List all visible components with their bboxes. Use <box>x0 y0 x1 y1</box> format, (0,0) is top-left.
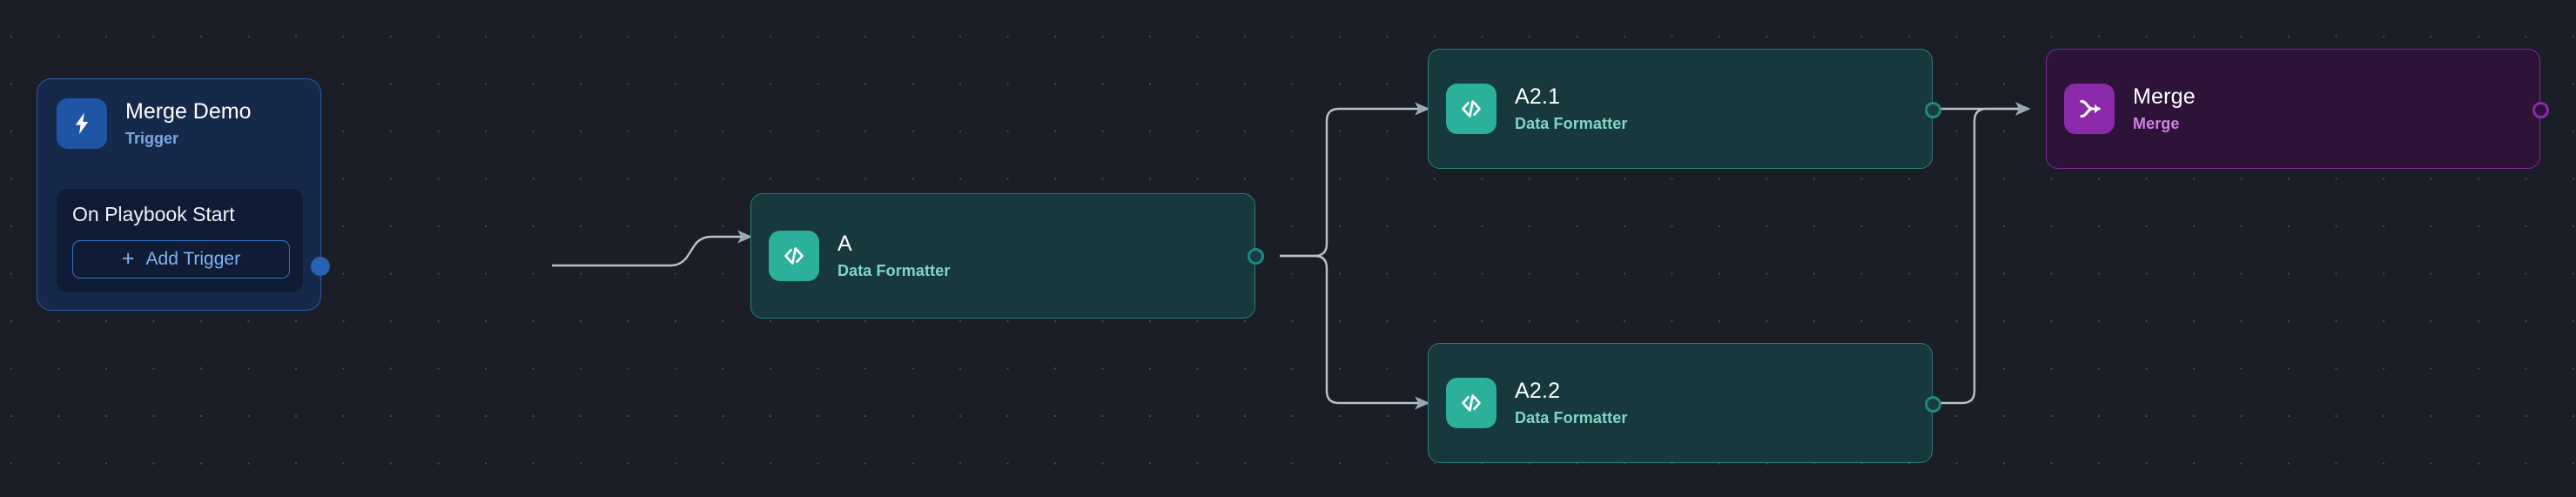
add-trigger-label: Add Trigger <box>145 249 241 269</box>
node-a22-output-handle[interactable] <box>1925 396 1941 413</box>
edge-a-to-a21 <box>1280 102 1430 258</box>
code-brackets-icon <box>1446 84 1497 134</box>
node-a-row: A Data Formatter <box>769 194 1254 318</box>
node-merge-output-handle[interactable] <box>2532 102 2549 118</box>
trigger-card-header: Merge Demo Trigger <box>37 79 320 149</box>
node-title: A2.2 <box>1515 379 1561 403</box>
plus-icon: + <box>121 245 135 271</box>
node-merge-titles: Merge Merge <box>2133 84 2196 132</box>
node-title: A <box>837 232 852 256</box>
node-a22-row: A2.2 Data Formatter <box>1446 344 1932 462</box>
code-brackets-icon <box>1446 378 1497 428</box>
node-subtitle: Merge <box>2133 115 2180 132</box>
node-merge-row: Merge Merge <box>2064 50 2539 168</box>
edge-a-to-a22 <box>1280 254 1430 410</box>
node-a21-row: A2.1 Data Formatter <box>1446 50 1932 168</box>
node-subtitle: Data Formatter <box>1515 409 1628 426</box>
node-title: A2.1 <box>1515 84 1561 109</box>
trigger-event-panel: On Playbook Start + Add Trigger <box>57 189 303 292</box>
code-brackets-icon <box>769 231 819 281</box>
node-a21[interactable]: A2.1 Data Formatter <box>1428 49 1941 169</box>
node-a22-titles: A2.2 Data Formatter <box>1515 380 1627 426</box>
node-a[interactable]: A Data Formatter <box>750 193 1264 319</box>
node-a21-titles: A2.1 Data Formatter <box>1515 84 1628 132</box>
node-subtitle: Data Formatter <box>837 262 951 279</box>
trigger-output-handle[interactable] <box>311 257 330 276</box>
trigger-kind-label: Trigger <box>125 130 179 147</box>
node-subtitle: Data Formatter <box>1515 115 1628 132</box>
node-a-titles: A Data Formatter <box>837 233 950 279</box>
lightning-bolt-icon <box>57 98 107 149</box>
node-a-output-handle[interactable] <box>1248 248 1264 265</box>
node-a22[interactable]: A2.2 Data Formatter <box>1428 343 1941 463</box>
trigger-name: Merge Demo <box>125 99 252 124</box>
trigger-card[interactable]: Merge Demo Trigger On Playbook Start + A… <box>37 78 330 311</box>
node-a21-output-handle[interactable] <box>1925 102 1941 118</box>
node-title: Merge <box>2133 84 2196 109</box>
merge-arrow-icon <box>2064 84 2115 134</box>
trigger-card-titles: Merge Demo Trigger <box>125 99 252 147</box>
trigger-event-label: On Playbook Start <box>72 203 235 225</box>
edge-trigger-to-a <box>552 230 753 267</box>
add-trigger-button[interactable]: + Add Trigger <box>72 240 290 279</box>
node-merge[interactable]: Merge Merge <box>2046 49 2549 169</box>
